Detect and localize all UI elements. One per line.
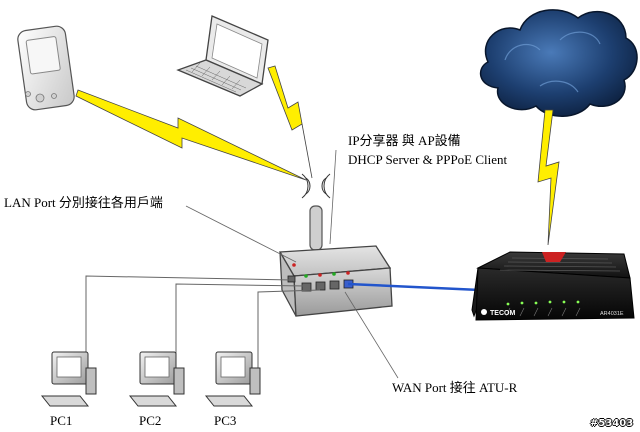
lightning-pda-router (75, 89, 307, 181)
ap-title-label: IP分享器 與 AP設備 (348, 133, 461, 148)
pc2-label: PC2 (139, 413, 162, 428)
lan-cables (85, 275, 321, 372)
atu-r-modem: TECOM AR4031E (471, 251, 635, 321)
ap-subtitle-label: DHCP Server & PPPoE Client (348, 152, 508, 167)
lightning-laptop-router (267, 65, 313, 179)
annotation-leaders (185, 149, 399, 379)
pc1-computer (40, 351, 97, 407)
modem-brand: TECOM (490, 310, 515, 317)
watermark: #53403 (590, 418, 634, 429)
pc3-computer (204, 351, 261, 407)
pda-device (17, 25, 75, 111)
internet-cloud (479, 9, 638, 117)
router-leds (292, 263, 350, 278)
lightning-cloud-modem (537, 109, 560, 246)
lan-port-label: LAN Port 分別接往各用戶端 (4, 195, 163, 210)
pc1-label: PC1 (50, 413, 73, 428)
pc2-computer (128, 351, 185, 407)
ip-sharing-router (278, 173, 393, 317)
wan-cable (347, 282, 481, 292)
modem-leds (506, 300, 580, 306)
wan-port-label: WAN Port 接往 ATU-R (392, 380, 518, 395)
modem-model: AR4031E (600, 311, 624, 317)
pc3-label: PC3 (214, 413, 237, 428)
laptop-device (176, 15, 269, 97)
